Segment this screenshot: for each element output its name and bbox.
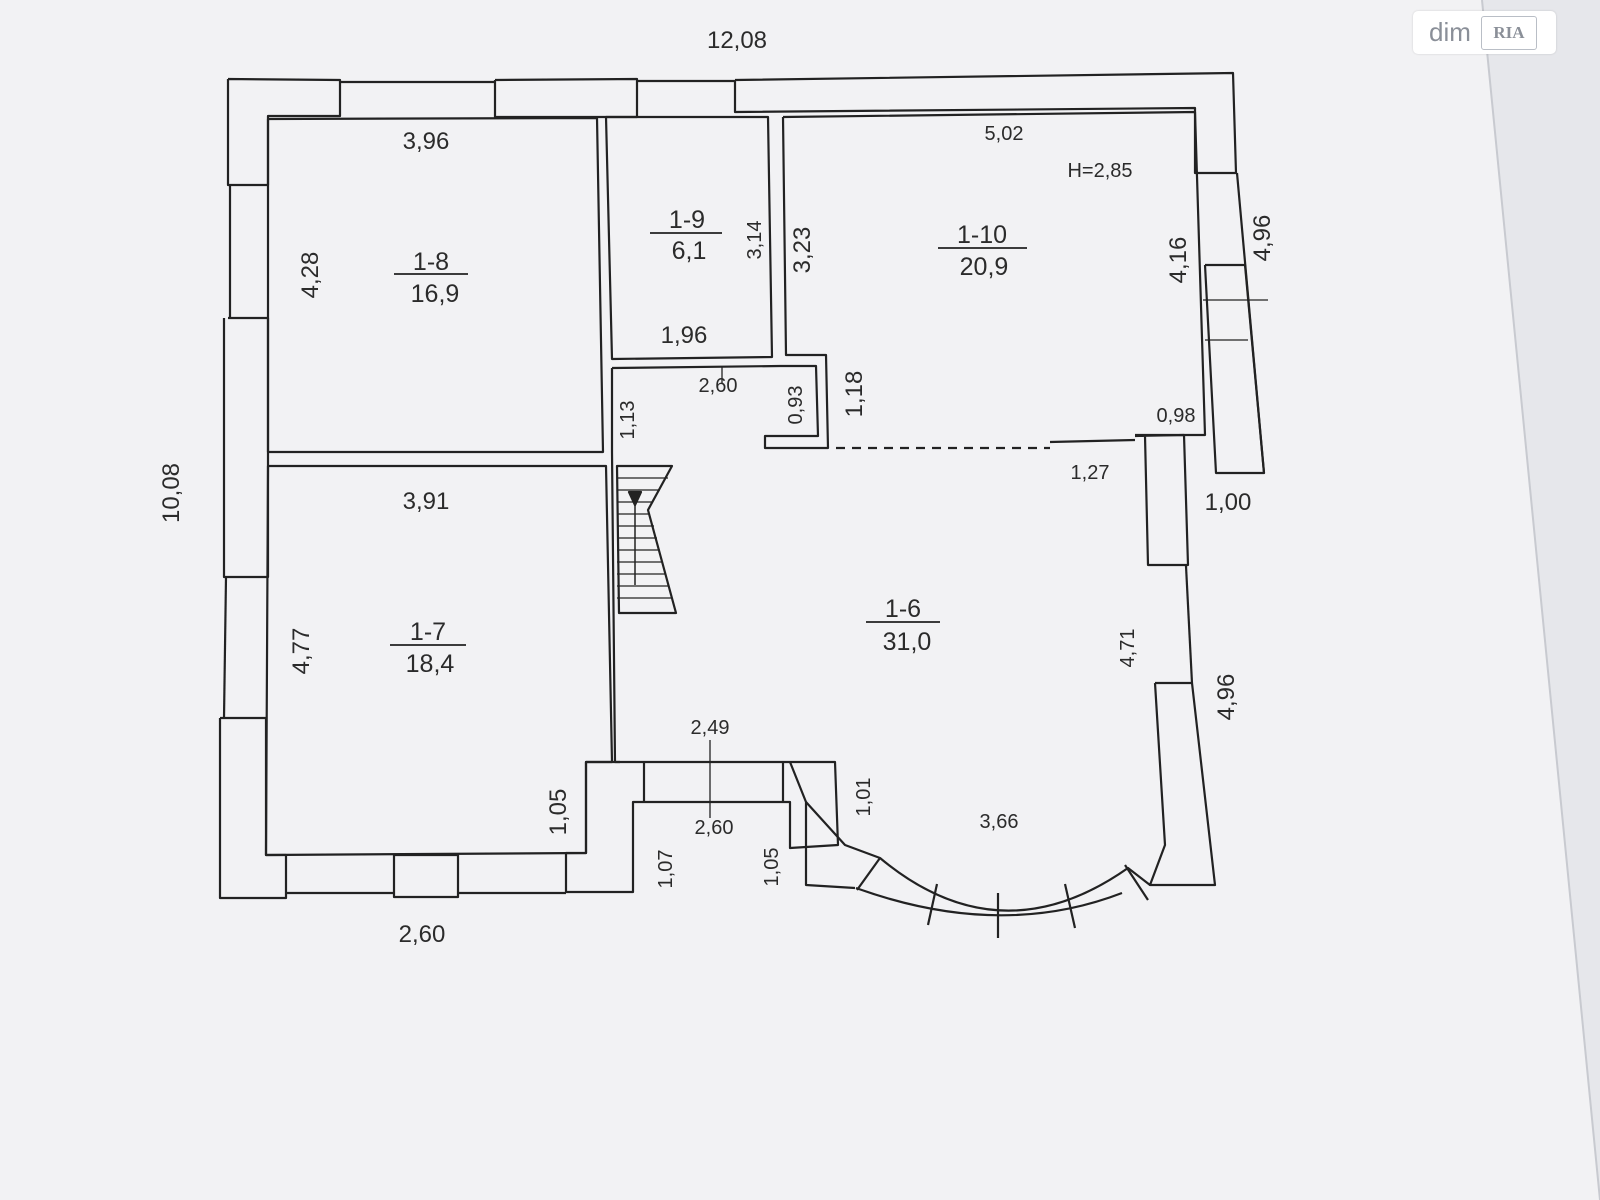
bay-mullion-1 <box>856 857 881 891</box>
room-1-10-wall <box>782 110 1207 437</box>
dim-hall-wall: 1,18 <box>841 371 868 418</box>
bay-mullion-4 <box>1063 883 1077 929</box>
dim-hall-niche: 0,93 <box>785 386 807 425</box>
dim-r10-left: 3,23 <box>789 227 816 274</box>
dim-r7-width: 3,91 <box>403 488 450 515</box>
partition-stub <box>1049 438 1136 444</box>
watermark-text: dim <box>1429 17 1471 47</box>
dim-hall-top: 2,60 <box>699 375 738 397</box>
dim-right-wall: 1,00 <box>1205 489 1252 516</box>
room-1-9-wall <box>604 115 774 361</box>
wall-right-lower <box>1148 681 1217 887</box>
dim-r7-corner: 1,05 <box>545 789 572 836</box>
dim-right-gap: 1,27 <box>1071 462 1110 484</box>
hall-left-wall <box>610 368 620 764</box>
room-1-7-area: 18,4 <box>406 650 455 678</box>
dim-bay-side: 1,01 <box>853 778 875 817</box>
dim-entry-left: 1,07 <box>655 850 677 889</box>
dim-r10-outer: 4,96 <box>1249 215 1276 262</box>
dim-bay-width: 3,66 <box>980 811 1019 833</box>
room-1-8-area: 16,9 <box>411 280 460 308</box>
bay-window-inner <box>855 886 1123 917</box>
room-1-7-id: 1-7 <box>410 618 446 646</box>
room-1-10-area: 20,9 <box>960 253 1009 281</box>
room-1-8-id: 1-8 <box>413 248 449 276</box>
dim-r9-height: 3,14 <box>744 221 766 260</box>
ceiling-height: H=2,85 <box>1067 160 1132 182</box>
dim-overall-width: 12,08 <box>707 27 767 54</box>
dim-r9-width: 1,96 <box>661 322 708 349</box>
dim-r7-height: 4,77 <box>288 628 315 675</box>
dim-r6-right: 4,71 <box>1117 629 1139 668</box>
bay-window <box>805 801 1151 912</box>
dim-entry-top: 2,49 <box>691 717 730 739</box>
bay-side-left <box>788 761 856 890</box>
wall-top-right <box>733 71 1238 175</box>
room-1-7-wall <box>264 464 614 857</box>
stair-arrow-head <box>627 490 643 507</box>
dim-entry-inner: 2,60 <box>695 817 734 839</box>
dim-r6-outer: 4,96 <box>1213 674 1240 721</box>
dim-r10-right: 4,16 <box>1165 237 1192 284</box>
room-1-8-wall <box>266 116 605 454</box>
dimria-watermark: dim RIA <box>1413 11 1556 54</box>
dim-r8-width: 3,96 <box>403 128 450 155</box>
ria-logo-icon: RIA <box>1480 15 1537 50</box>
dim-r8-height: 4,28 <box>297 252 324 299</box>
window-right-lower <box>1184 565 1194 684</box>
dim-bottom-width: 2,60 <box>399 921 446 948</box>
bay-mullion-5 <box>1124 864 1149 901</box>
room-1-10-id: 1-10 <box>957 221 1007 249</box>
wall-right-upper <box>1203 263 1266 475</box>
hall-top-wall <box>611 364 781 370</box>
dim-r10-width: 5,02 <box>985 123 1024 145</box>
window-left-lower <box>222 576 228 719</box>
dim-overall-height: 10,08 <box>158 463 185 523</box>
dim-right-step: 0,98 <box>1157 405 1196 427</box>
dim-entry-right: 1,05 <box>761 848 783 887</box>
outer-wall <box>226 77 342 187</box>
room-1-6-area: 31,0 <box>883 628 932 656</box>
dim-hall-stair: 1,13 <box>617 401 639 440</box>
bay-mullion-2 <box>926 883 939 926</box>
room-1-10-left <box>763 116 830 450</box>
room-1-6-id: 1-6 <box>885 595 921 623</box>
room-1-9-area: 6,1 <box>672 237 707 265</box>
paper-edge <box>1481 0 1600 1200</box>
room-1-9-id: 1-9 <box>669 206 705 234</box>
